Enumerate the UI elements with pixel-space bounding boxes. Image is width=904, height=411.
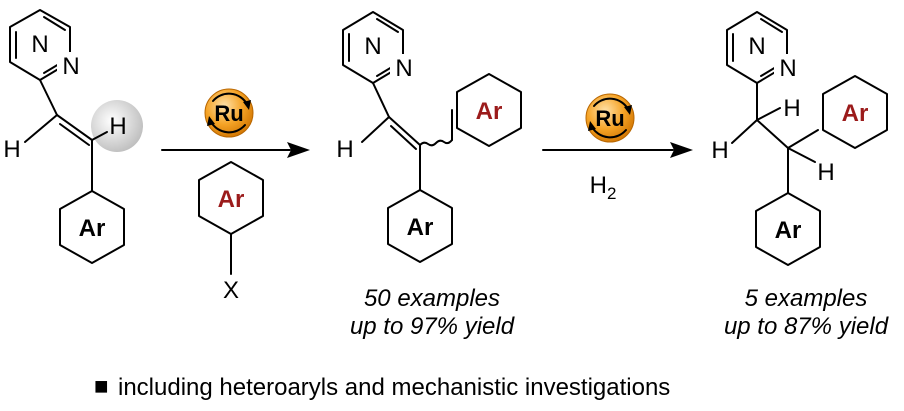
vinyl-h-bond	[361, 116, 390, 143]
atom-mask	[774, 54, 800, 80]
atom-mask	[744, 32, 770, 58]
reaction-arrow-2: Ru H2	[542, 93, 693, 203]
nitrogen-label: N	[779, 55, 796, 82]
atom-mask	[27, 30, 53, 56]
aryl-label: Ar	[407, 214, 434, 241]
alkene-bond	[56, 114, 93, 141]
bullet-icon: ■	[94, 373, 109, 400]
hydrogen-gas-label: H2	[590, 172, 617, 203]
product-2: N N H H H Ar Ar 5 examples up to 87% yie…	[711, 11, 889, 340]
pyridine-double-bond	[376, 18, 399, 33]
scope-count: 5 examples	[745, 285, 868, 312]
alkene-double-bond	[390, 125, 417, 150]
aryl-label: Ar	[79, 215, 106, 242]
nitrogen-label: N	[62, 53, 79, 80]
aryl-bond	[787, 129, 819, 149]
aryl-ring	[59, 190, 125, 264]
max-yield: up to 87% yield	[724, 313, 889, 340]
atom-mask	[390, 54, 416, 80]
hydrogen-label: H	[3, 136, 20, 163]
aryl-ring	[387, 189, 453, 263]
nitrogen-label: N	[395, 55, 412, 82]
ez-wavy-bond	[419, 139, 453, 147]
new-aryl-ring	[456, 73, 522, 147]
product-1: N N H Ar Ar 50 examples up to 97% yield	[336, 11, 522, 340]
halide-label: X	[223, 277, 239, 304]
ruthenium-label: Ru	[214, 101, 243, 126]
aryl-label: Ar	[218, 186, 245, 213]
arrow-head	[287, 142, 310, 158]
c-h-bond	[731, 119, 758, 144]
hydrogen-label: H	[711, 137, 728, 164]
hydrogen-label: H	[109, 113, 126, 140]
pyridine-double-bond	[760, 18, 783, 33]
catalytic-cycle-arrow	[591, 126, 627, 139]
vinyl-bond	[39, 79, 58, 116]
ch-activation-highlight	[91, 100, 143, 152]
reaction-arrow-1: Ru Ar X	[161, 88, 310, 304]
ruthenium-catalyst-icon	[204, 88, 254, 138]
nitrogen-label: N	[748, 33, 765, 60]
aryl-ring	[755, 192, 821, 266]
ruthenium-catalyst-icon	[585, 93, 635, 143]
max-yield: up to 97% yield	[350, 313, 515, 340]
cycle-arrowhead	[624, 105, 632, 115]
atom-mask	[360, 32, 386, 58]
c-h-bond	[756, 107, 781, 121]
vinyl-h-bond	[24, 114, 58, 143]
aryl-label: Ar	[775, 217, 802, 244]
aryl-label: Ar	[476, 98, 503, 125]
hydrogen-label: H	[336, 136, 353, 163]
catalytic-cycle-arrow	[593, 97, 629, 110]
alkene-double-bond	[59, 123, 90, 146]
ethane-bond	[756, 119, 789, 149]
footnote-text: including heteroaryls and mechanistic in…	[118, 374, 670, 401]
vinyl-bond	[372, 82, 390, 118]
c-h-bond	[91, 131, 108, 141]
new-aryl-ring	[822, 75, 888, 149]
catalytic-cycle-arrow	[210, 121, 246, 134]
nitrogen-label: N	[364, 33, 381, 60]
nitrogen-label: N	[31, 31, 48, 58]
cycle-arrowhead	[243, 100, 251, 110]
starting-material: N N H H Ar	[3, 9, 143, 264]
cycle-arrowhead	[588, 121, 596, 131]
alkene-bond	[388, 116, 421, 146]
hydrogen-label: H	[817, 159, 834, 186]
catalytic-cycle-arrow	[212, 92, 248, 105]
ruthenium-label: Ru	[595, 106, 624, 131]
hydrogen-label: H	[783, 95, 800, 122]
scope-count: 50 examples	[364, 285, 500, 312]
footnote: ■ including heteroaryls and mechanistic …	[94, 373, 670, 401]
aryl-label: Ar	[842, 100, 869, 127]
cycle-arrowhead	[207, 116, 215, 126]
c-h-bond	[787, 147, 816, 163]
atom-mask	[57, 52, 83, 78]
pyridine-double-bond	[43, 16, 66, 31]
arrow-head	[670, 142, 693, 158]
